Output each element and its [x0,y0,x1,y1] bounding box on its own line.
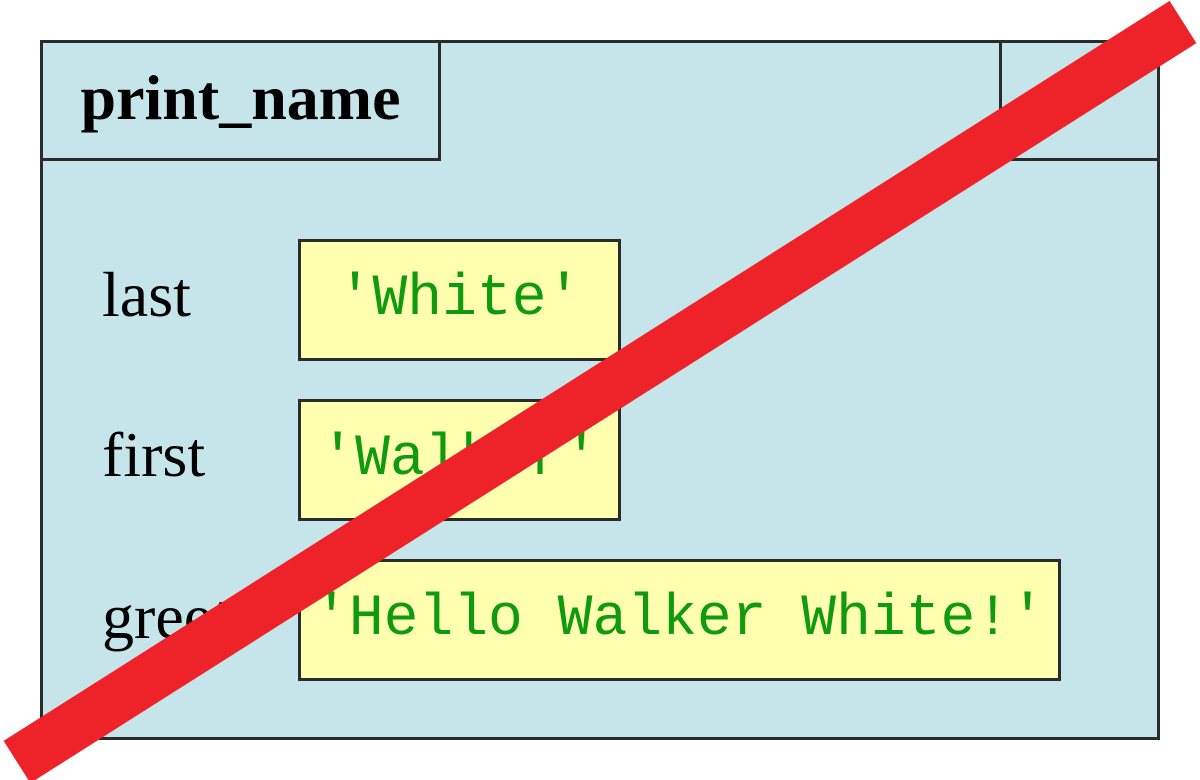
variable-name-greet: greet [102,581,230,652]
variable-name-last: last [102,259,191,330]
variable-value-box-last: 'White' [298,239,621,361]
frame-title: print_name [80,61,401,133]
variable-value-greet: 'Hello Walker White!' [314,587,1045,652]
frame-counter-box [999,40,1160,161]
variable-value-last: 'White' [337,267,582,332]
variable-value-box-greet: 'Hello Walker White!' [298,559,1061,681]
variable-value-first: 'Walker' [320,427,599,492]
frame-title-box: print_name [40,40,441,161]
variable-name-first: first [102,419,206,490]
variable-value-box-first: 'Walker' [298,399,621,521]
